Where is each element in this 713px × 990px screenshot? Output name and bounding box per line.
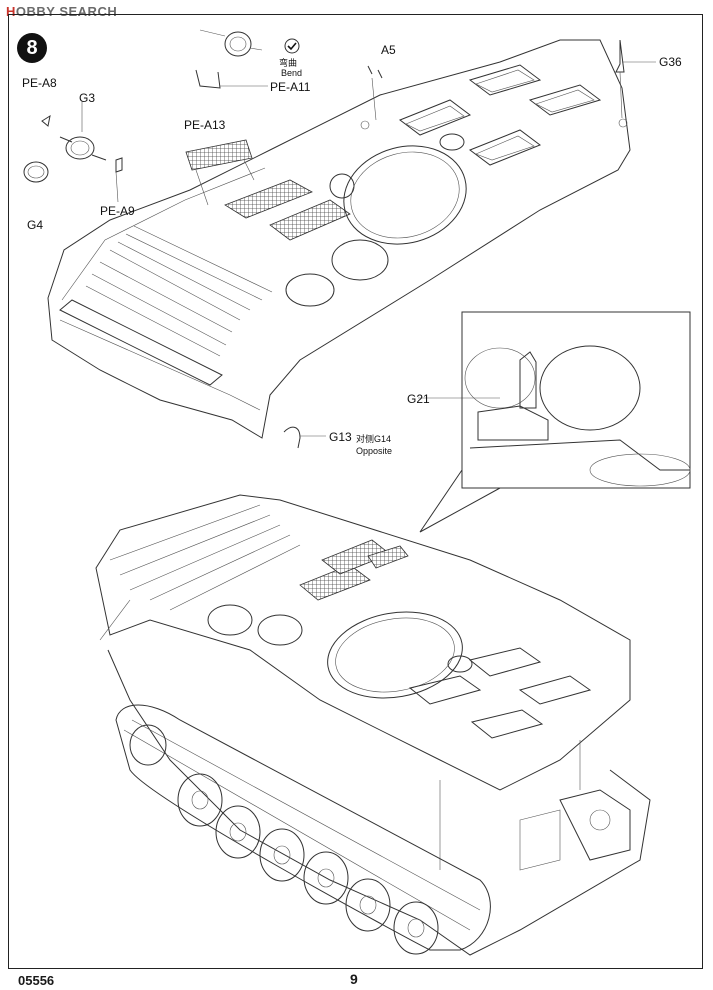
part-g3-periscope [59, 136, 107, 161]
label-pe-a13: PE-A13 [184, 118, 226, 132]
watermark-logo: HOBBY SEARCH [6, 4, 118, 19]
label-opposite-chinese: 对侧G14 [356, 434, 392, 444]
label-g4: G4 [27, 218, 44, 232]
check-icon [287, 42, 297, 51]
rear-hull-detail [519, 789, 631, 871]
step-number-badge: 8 [17, 33, 47, 63]
part-g4-lens [23, 161, 49, 183]
label-a5: A5 [381, 43, 396, 57]
part-pe-a9 [115, 157, 123, 173]
page-number: 9 [350, 971, 358, 987]
detail-inset [419, 311, 691, 533]
label-pe-a9: PE-A9 [100, 204, 135, 218]
label-bend: Bend [281, 68, 303, 78]
page-frame [8, 14, 703, 969]
label-bend-chinese: 弯曲 [279, 58, 298, 68]
label-g21: G21 [407, 392, 430, 406]
part-pe-a8 [41, 114, 51, 127]
road-wheels [129, 724, 439, 955]
part-a5-hooks [367, 65, 383, 121]
product-code: 05556 [18, 973, 55, 988]
leader-lines [81, 61, 656, 437]
label-g13: G13 [329, 430, 352, 444]
label-opposite: Opposite [356, 446, 393, 456]
upper-hull-drawing [47, 39, 631, 439]
part-g36-antenna [615, 39, 625, 119]
part-pe-a13-mesh [185, 139, 255, 206]
label-pe-a11: PE-A11 [270, 80, 311, 94]
label-pe-a8: PE-A8 [22, 76, 57, 90]
part-g13-handle [283, 426, 301, 449]
label-g3: G3 [79, 91, 96, 105]
part-upper-periscope [195, 29, 263, 89]
bend-symbol-icon [284, 38, 300, 54]
assembled-vehicle-drawing [95, 494, 651, 956]
label-g36: G36 [659, 55, 682, 69]
